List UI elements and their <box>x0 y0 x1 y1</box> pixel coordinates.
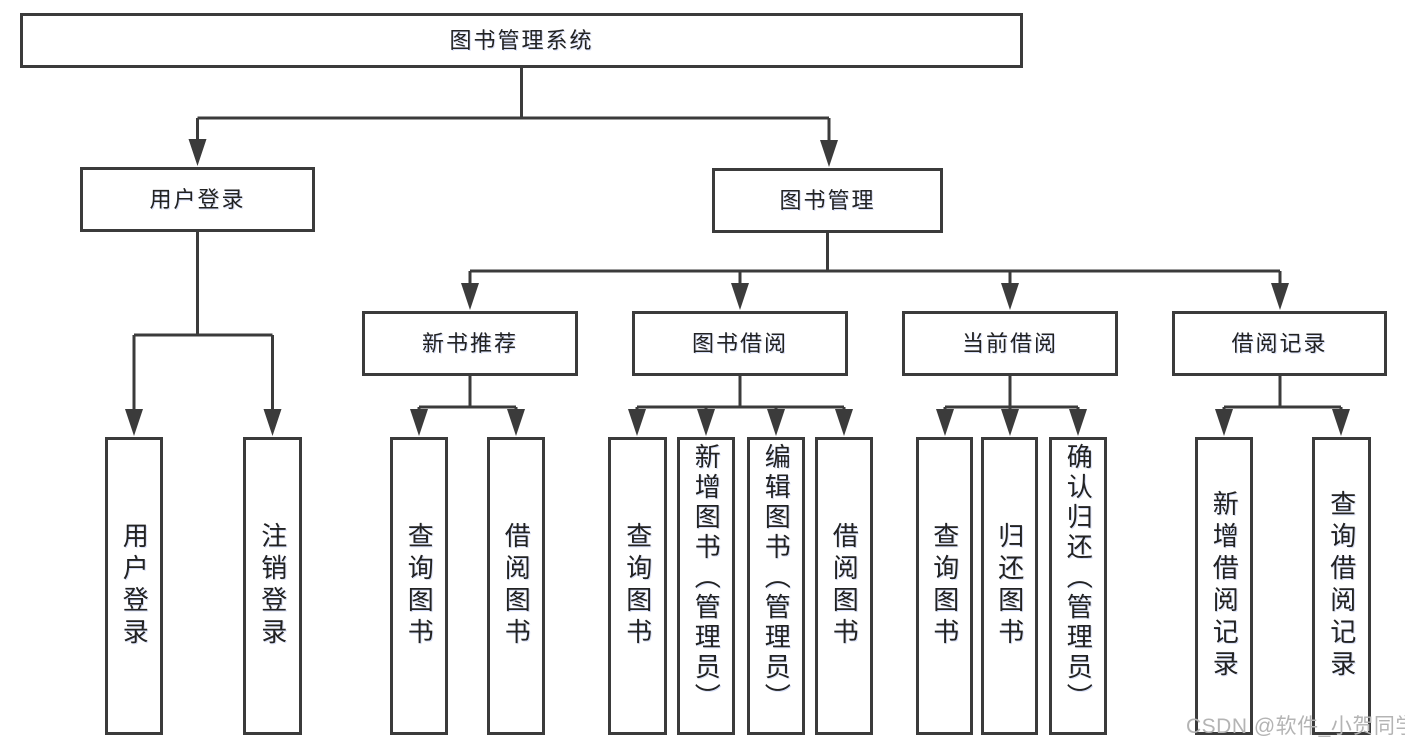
watermark: CSDN @软件_小贺同学 <box>1186 715 1405 738</box>
leaf-borrow-add-admin: 新增图书（管理员） <box>677 437 735 735</box>
node-book-borrow: 图书借阅 <box>632 311 848 376</box>
leaf-current-return: 归还图书 <box>981 437 1038 735</box>
leaf-records-query: 查询借阅记录 <box>1312 437 1371 735</box>
node-book-management: 图书管理 <box>712 168 943 233</box>
leaf-current-confirm-admin: 确认归还（管理员） <box>1049 437 1107 735</box>
node-user-login: 用户登录 <box>80 167 315 232</box>
node-root-system: 图书管理系统 <box>20 13 1023 68</box>
leaf-records-add: 新增借阅记录 <box>1195 437 1253 735</box>
node-borrow-records: 借阅记录 <box>1172 311 1387 376</box>
leaf-borrow-query: 查询图书 <box>608 437 667 735</box>
leaf-user-login: 用户登录 <box>105 437 163 735</box>
leaf-current-query: 查询图书 <box>916 437 973 735</box>
node-current-borrow: 当前借阅 <box>902 311 1118 376</box>
node-new-book-recommend: 新书推荐 <box>362 311 578 376</box>
leaf-newbook-query: 查询图书 <box>390 437 448 735</box>
leaf-logout: 注销登录 <box>243 437 302 735</box>
leaf-borrow-edit-admin: 编辑图书（管理员） <box>747 437 805 735</box>
leaf-newbook-borrow: 借阅图书 <box>487 437 545 735</box>
leaf-borrow-borrow: 借阅图书 <box>815 437 873 735</box>
